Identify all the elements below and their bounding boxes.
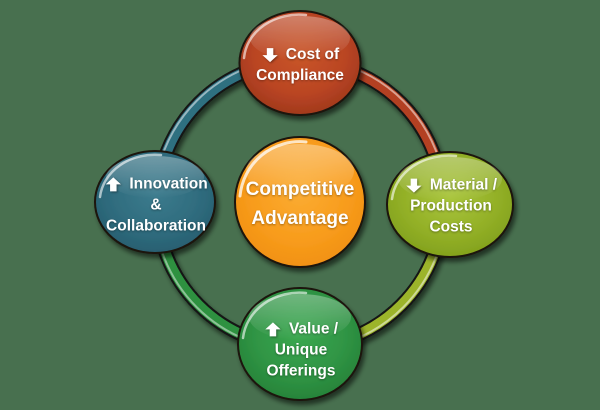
- label-line: Competitive: [246, 175, 355, 204]
- label-innovation-collaboration: Innovation & Collaboration: [104, 174, 208, 237]
- node-rim-highlight: [242, 13, 308, 60]
- label-value-unique-offerings: Value / Unique Offerings: [264, 319, 338, 382]
- label-material-production-costs: Material / Production Costs: [405, 175, 497, 238]
- label-text: Material /: [429, 176, 498, 194]
- label-text: Costs: [429, 218, 473, 236]
- label-text: Innovation: [129, 175, 208, 193]
- up-arrow-icon: [264, 320, 282, 338]
- label-text: Offerings: [266, 362, 336, 380]
- label-text: Collaboration: [106, 217, 206, 235]
- label-line: Production: [410, 196, 492, 217]
- label-line: Material /: [405, 175, 497, 196]
- node-gloss: [398, 157, 502, 201]
- label-text: Advantage: [251, 208, 349, 229]
- up-arrow-icon: [104, 175, 122, 193]
- label-text: Competitive: [245, 179, 355, 200]
- label-text: Cost of: [285, 46, 340, 63]
- label-line: Costs: [429, 217, 472, 238]
- label-line: Advantage: [251, 204, 348, 233]
- node-gloss: [250, 16, 350, 60]
- node-gloss: [246, 144, 354, 198]
- node-gloss: [106, 156, 204, 198]
- node-rim-highlight: [390, 154, 458, 201]
- label-text: Production: [410, 197, 492, 215]
- label-line: Collaboration: [106, 216, 206, 237]
- node-innovation-collaboration: [94, 150, 216, 254]
- node-rim-highlight: [241, 291, 308, 340]
- node-cost-of-compliance: [238, 10, 362, 116]
- node-rim-highlight: [238, 140, 308, 198]
- label-line: Value /: [264, 319, 338, 340]
- node-material-production-costs: [386, 151, 514, 258]
- label-line: Offerings: [267, 361, 336, 382]
- label-line: Innovation: [104, 174, 208, 195]
- label-line: Unique: [275, 340, 328, 361]
- label-text: Compliance: [256, 67, 344, 84]
- node-competitive-advantage: [234, 136, 366, 268]
- down-arrow-icon: [405, 176, 423, 194]
- label-text: Value /: [288, 320, 339, 338]
- label-competitive-advantage: Competitive Advantage: [246, 175, 355, 233]
- label-cost-of-compliance: Cost of Compliance: [256, 44, 344, 86]
- down-arrow-icon: [261, 46, 279, 64]
- label-line: Compliance: [256, 65, 344, 86]
- label-line: &: [150, 195, 161, 216]
- node-rim-highlight: [98, 153, 163, 199]
- label-text: Unique: [274, 341, 328, 359]
- label-line: Cost of: [261, 44, 339, 65]
- label-text: &: [150, 196, 162, 214]
